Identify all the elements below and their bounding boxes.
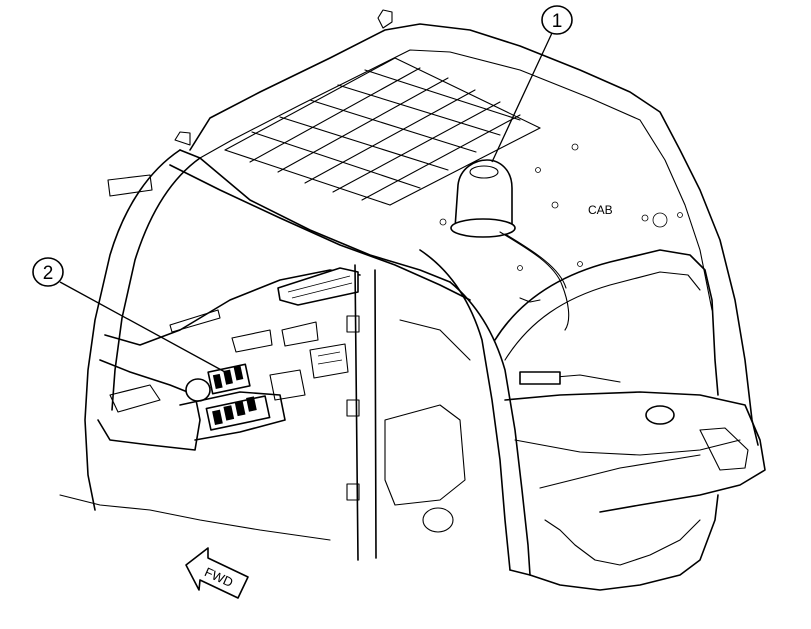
callout-1: 1 bbox=[491, 5, 573, 163]
dashboard bbox=[97, 267, 361, 451]
fwd-arrow: FWD bbox=[185, 547, 249, 599]
cab-label: CAB bbox=[588, 203, 613, 217]
switch-panel bbox=[205, 363, 271, 431]
callout-2-label: 2 bbox=[43, 263, 54, 284]
door-post bbox=[346, 264, 377, 561]
lifting-hooks bbox=[174, 9, 393, 146]
roof-grille bbox=[224, 57, 541, 206]
cab-interior bbox=[59, 319, 749, 541]
callout-2: 2 bbox=[32, 257, 226, 373]
beacon bbox=[450, 159, 570, 331]
cab-body bbox=[84, 23, 766, 591]
callout-1-label: 1 bbox=[552, 11, 563, 32]
mirror-bracket bbox=[107, 174, 153, 197]
